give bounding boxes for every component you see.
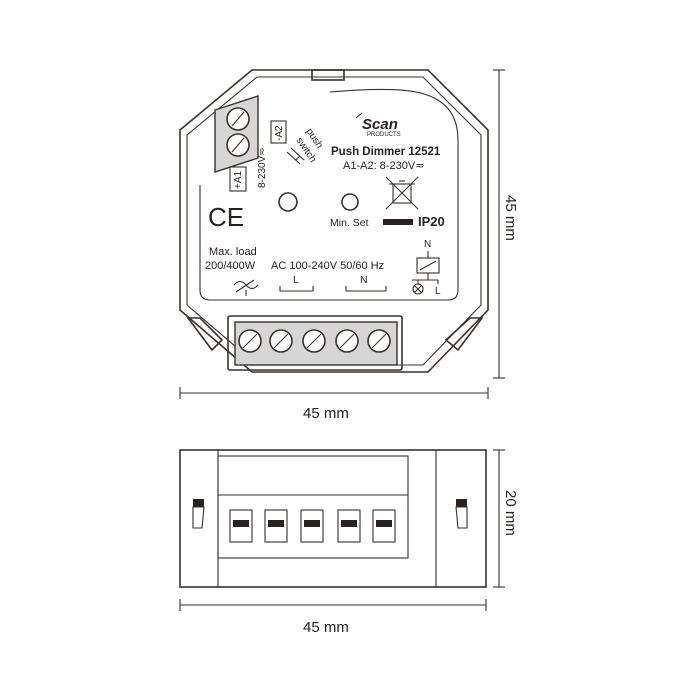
power-screw-3[interactable] — [302, 329, 326, 353]
top-height-label: 45 mm — [502, 195, 519, 241]
brand-name: Scan — [362, 116, 398, 133]
terminal-n-bracket — [345, 286, 387, 292]
supply-spec: AC 100-240V 50/60 Hz — [271, 260, 384, 272]
side-terminal-body — [217, 455, 409, 559]
lamp-icon — [412, 283, 424, 295]
terminal-n-label: N — [360, 274, 368, 286]
potentiometer-left — [278, 192, 298, 212]
ip-rating: IP20 — [418, 214, 445, 229]
power-screw-5[interactable] — [367, 329, 391, 353]
terminal-l-bracket — [279, 286, 314, 292]
input-spec: A1-A2: 8-230V≂ — [343, 160, 424, 172]
max-load-value: 200/400W — [205, 260, 256, 272]
side-terminal-4[interactable] — [337, 509, 361, 543]
corner-clip-left — [186, 317, 224, 352]
weee-bin-icon — [383, 176, 419, 225]
terminal-a1-box — [229, 166, 247, 192]
product-name: Push Dimmer 12521 — [331, 146, 441, 158]
corner-clip-right — [444, 317, 484, 352]
side-terminal-3[interactable] — [300, 509, 324, 543]
control-terminal-block — [214, 95, 259, 173]
side-view-outline — [179, 449, 487, 588]
top-clip — [311, 69, 345, 81]
side-clip-right — [455, 499, 468, 529]
top-width-label: 45 mm — [303, 405, 349, 422]
ce-mark: CE — [208, 202, 244, 232]
push-switch-symbol — [286, 147, 305, 165]
terminal-a2-label: -A2 — [274, 125, 285, 141]
side-height-label: 20 mm — [502, 490, 519, 536]
side-height-dimension: 20 mm — [493, 449, 519, 588]
side-clip-left — [192, 499, 205, 529]
brand-logo: Scan PRODUCTS — [355, 112, 401, 138]
min-set-potentiometer[interactable] — [341, 193, 359, 211]
side-terminal-1[interactable] — [229, 509, 253, 543]
side-terminal-2[interactable] — [264, 509, 288, 543]
max-load-label: Max. load — [209, 246, 257, 258]
power-screw-2[interactable] — [269, 329, 293, 353]
voltage-rotated-label: 8-230V≂ — [257, 147, 268, 188]
power-screw-4[interactable] — [335, 329, 359, 353]
brand-sub: PRODUCTS — [367, 132, 401, 138]
top-view-outline — [179, 69, 489, 373]
min-set-label: Min. Set — [330, 217, 369, 229]
inner-panel — [199, 88, 459, 301]
side-width-label: 45 mm — [303, 619, 349, 636]
terminal-a1-label: +A1 — [233, 170, 244, 189]
side-view — [179, 449, 487, 588]
diagram-n-label: N — [424, 239, 431, 250]
terminal-l-label: L — [293, 274, 299, 286]
dimmer-output-icon — [233, 279, 259, 296]
top-view: +A1 -A2 8-230V≂ push switch Scan PRODUCT… — [179, 69, 489, 373]
top-height-dimension: 45 mm — [493, 69, 519, 379]
top-view-inner-outline — [186, 76, 482, 366]
side-terminal-5[interactable] — [372, 509, 396, 543]
side-width-dimension: 45 mm — [179, 599, 487, 636]
wiring-diagram: N L — [412, 239, 441, 297]
terminal-a2-box — [270, 120, 287, 144]
diagram-l-label: L — [435, 286, 441, 297]
power-screw-1[interactable] — [238, 329, 262, 353]
top-width-dimension: 45 mm — [179, 387, 489, 422]
power-terminal-block — [227, 315, 403, 371]
